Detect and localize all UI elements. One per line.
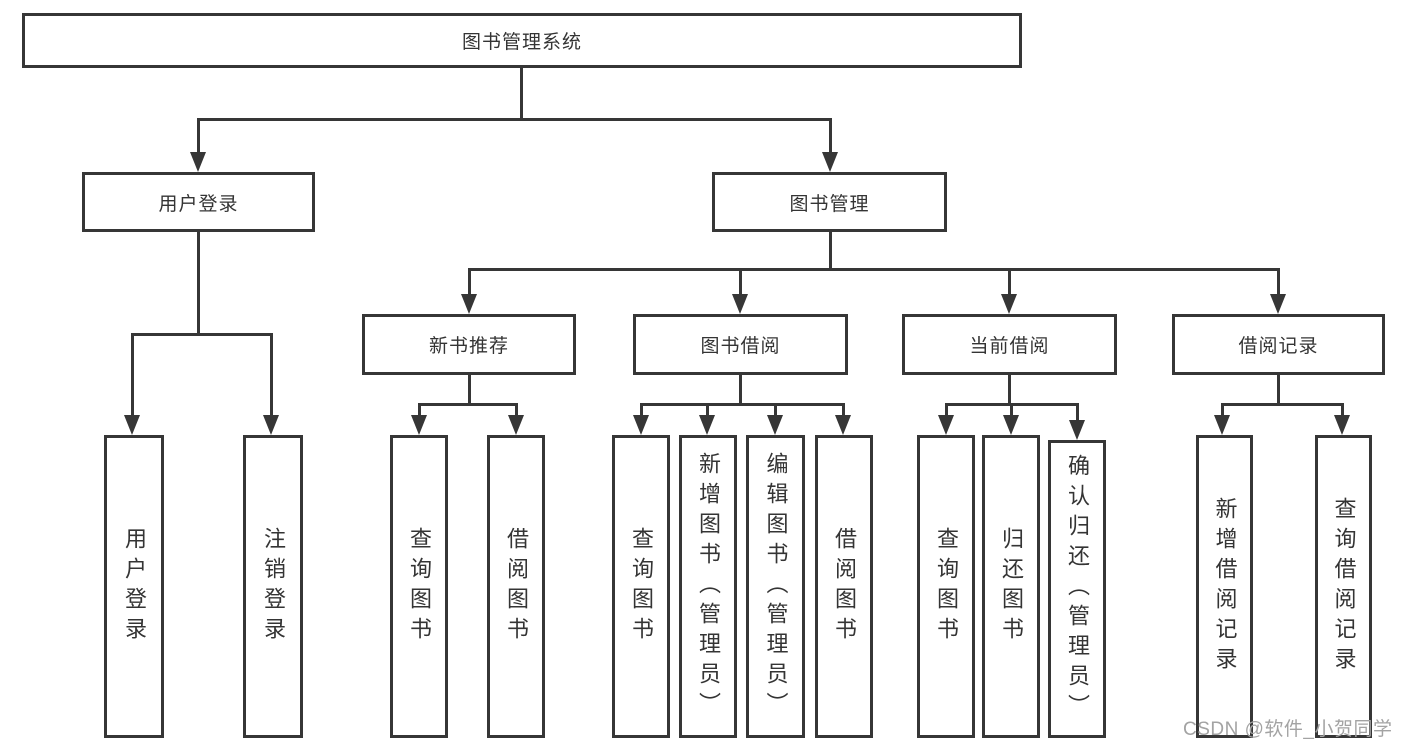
leaf-query-borrow-record: 查询借阅记录 [1315,435,1372,738]
leaf-add-books-admin: 新增图书（管理员） [679,435,737,738]
connector [197,118,200,154]
arrow-down-icon [1001,294,1017,314]
connector [706,403,709,417]
node-book-management: 图书管理 [712,172,947,232]
arrow-down-icon [938,415,954,435]
leaf-user-login: 用户登录 [104,435,164,738]
node-label: 图书借阅 [700,336,781,357]
leaf-confirm-return-admin: 确认归还（管理员） [1048,440,1106,738]
arrow-down-icon [263,415,279,435]
connector [945,403,948,417]
node-label: 当前借阅 [969,336,1050,357]
leaf-return-books: 归还图书 [982,435,1040,738]
node-label: 归还图书 [999,526,1024,647]
node-label: 借阅记录 [1238,336,1319,357]
connector [1010,403,1013,417]
arrow-down-icon [699,415,715,435]
node-user-login: 用户登录 [82,172,315,232]
connector [520,67,523,120]
leaf-logout: 注销登录 [243,435,303,738]
connector [468,268,1280,271]
arrow-down-icon [835,415,851,435]
connector [640,403,844,406]
node-label: 编辑图书（管理员） [763,451,789,722]
connector [468,373,471,406]
node-label: 新增图书（管理员） [696,451,721,722]
connector [131,333,134,417]
node-label: 查询图书 [934,526,959,647]
csdn-watermark: CSDN @软件_小贺同学 [1183,719,1393,740]
node-book-borrowing: 图书借阅 [633,314,848,375]
leaf-query-books-recommend: 查询图书 [390,435,448,738]
connector [418,403,518,406]
arrow-down-icon [1214,415,1230,435]
node-label: 用户登录 [158,193,239,215]
node-new-book-recommend: 新书推荐 [362,314,576,375]
connector [842,403,845,417]
connector [1221,403,1224,417]
leaf-add-borrow-record: 新增借阅记录 [1196,435,1253,738]
node-label: 确认归还（管理员） [1065,454,1090,724]
arrow-down-icon [124,415,140,435]
node-label: 查询图书 [407,526,432,647]
arrow-down-icon [411,415,427,435]
leaf-query-books-current: 查询图书 [917,435,975,738]
connector [270,333,273,417]
node-label: 用户登录 [122,526,147,647]
arrow-down-icon [1069,420,1085,440]
connector [468,268,471,296]
arrow-down-icon [822,152,838,172]
connector [1341,403,1344,417]
connector [1008,268,1011,296]
node-label: 注销登录 [261,526,286,647]
connector [197,118,832,121]
node-label: 借阅图书 [504,526,529,647]
leaf-borrow-books: 借阅图书 [815,435,873,738]
connector [515,403,518,417]
connector [1008,373,1011,406]
node-label: 新增借阅记录 [1212,496,1238,677]
node-label: 新书推荐 [428,336,509,357]
node-label: 借阅图书 [832,526,857,647]
arrow-down-icon [1003,415,1019,435]
arrow-down-icon [190,152,206,172]
node-label: 查询图书 [629,526,654,647]
arrow-down-icon [633,415,649,435]
node-system-root: 图书管理系统 [22,13,1022,68]
arrow-down-icon [461,294,477,314]
connector [1277,373,1280,406]
connector [640,403,643,417]
arrow-down-icon [1270,294,1286,314]
connector [1076,403,1079,422]
connector [739,373,742,406]
leaf-edit-books-admin: 编辑图书（管理员） [746,435,805,738]
connector [1221,403,1343,406]
leaf-borrow-books-recommend: 借阅图书 [487,435,545,738]
arrow-down-icon [1334,415,1350,435]
connector [829,230,832,270]
node-label: 图书管理 [789,193,870,215]
node-label: 图书管理系统 [461,32,582,53]
arrow-down-icon [767,415,783,435]
connector [131,333,273,336]
connector [197,230,200,335]
connector [1277,268,1280,296]
arrow-down-icon [508,415,524,435]
arrow-down-icon [732,294,748,314]
node-borrowing-records: 借阅记录 [1172,314,1385,375]
connector [418,403,421,417]
connector [829,118,832,154]
leaf-query-books-borrowing: 查询图书 [612,435,670,738]
node-label: 查询借阅记录 [1331,496,1357,677]
connector [774,403,777,417]
connector [739,268,742,296]
node-current-borrowing: 当前借阅 [902,314,1117,375]
